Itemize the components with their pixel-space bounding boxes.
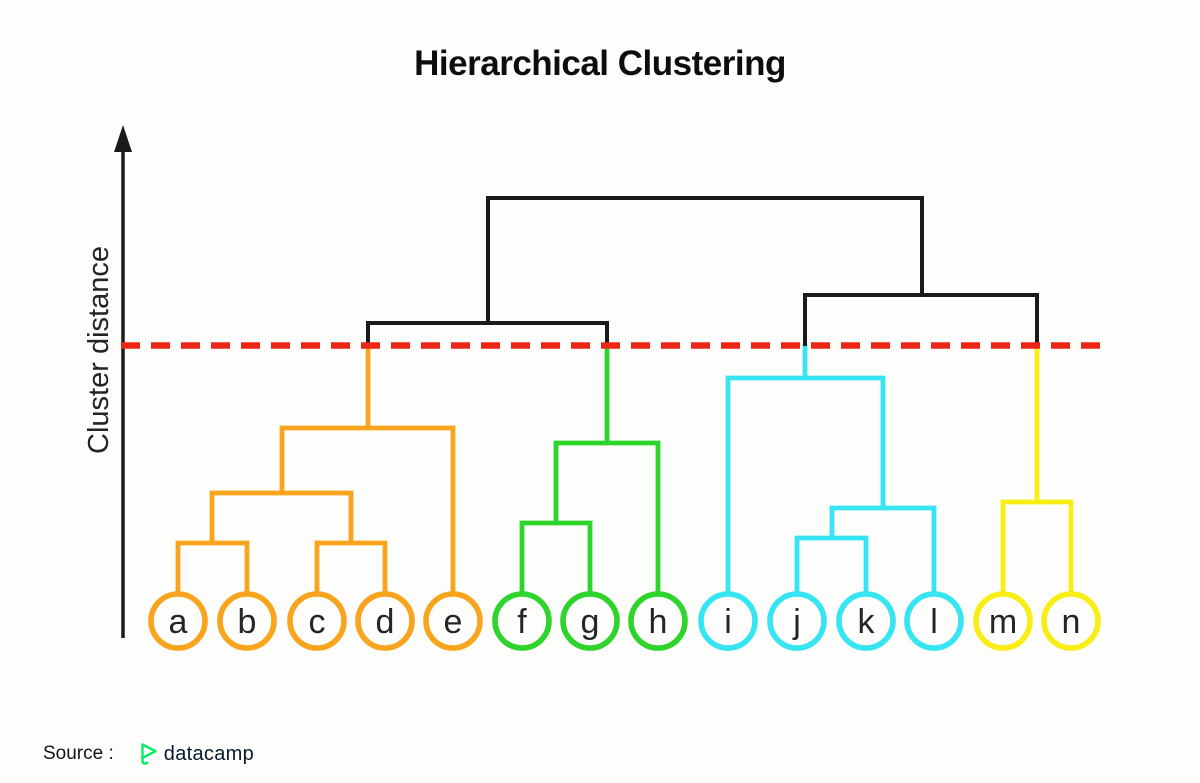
leaf-node-i bbox=[698, 591, 758, 651]
dendrogram-link-cyan bbox=[829, 505, 937, 594]
leaf-node-d bbox=[355, 591, 415, 651]
leaf-label-c: c bbox=[309, 603, 326, 641]
leaf-node-k bbox=[836, 591, 896, 651]
dendrogram-link-green bbox=[553, 440, 661, 594]
dendrogram-link-cyan bbox=[794, 535, 869, 594]
leaf-label-n: n bbox=[1062, 603, 1081, 641]
leaf-label-h: h bbox=[649, 603, 668, 641]
leaf-node-b bbox=[217, 591, 277, 651]
leaf-node-j bbox=[767, 591, 827, 651]
dendrogram-link-orange bbox=[209, 490, 354, 543]
dendrogram-link-orange bbox=[279, 425, 456, 594]
dendrogram-link-orange bbox=[314, 540, 388, 594]
leaf-label-b: b bbox=[238, 603, 257, 641]
datacamp-icon bbox=[138, 742, 159, 766]
dendrogram-link-yellow bbox=[1000, 499, 1074, 594]
dendrogram-link-green bbox=[519, 520, 593, 594]
leaf-label-d: d bbox=[376, 603, 395, 641]
source-attribution: Source : datacamp bbox=[43, 740, 254, 768]
source-label: Source : bbox=[43, 743, 114, 764]
leaf-label-f: f bbox=[517, 603, 527, 641]
leaf-label-j: j bbox=[792, 603, 801, 641]
leaf-node-g bbox=[560, 591, 620, 651]
leaf-node-e bbox=[423, 591, 483, 651]
leaf-label-m: m bbox=[989, 603, 1017, 641]
dendrogram-link-black bbox=[803, 293, 1039, 346]
y-axis-arrowhead bbox=[114, 125, 132, 152]
leaf-node-a bbox=[148, 591, 208, 651]
datacamp-wordmark: datacamp bbox=[163, 742, 254, 765]
dendrogram-link-orange bbox=[175, 540, 250, 594]
leaf-label-k: k bbox=[858, 603, 876, 641]
dendrogram-link-black bbox=[486, 196, 924, 323]
leaf-node-m bbox=[973, 591, 1033, 651]
leaf-label-g: g bbox=[581, 603, 600, 641]
dendrogram-link-cyan bbox=[725, 375, 886, 594]
leaf-label-i: i bbox=[724, 603, 732, 641]
leaf-label-a: a bbox=[169, 603, 188, 641]
page-title: Hierarchical Clustering bbox=[414, 44, 786, 83]
leaf-node-h bbox=[628, 591, 688, 651]
leaf-label-l: l bbox=[930, 603, 938, 641]
leaf-node-l bbox=[904, 591, 964, 651]
leaf-node-f bbox=[492, 591, 552, 651]
leaf-label-e: e bbox=[444, 603, 463, 641]
leaf-node-c bbox=[287, 591, 347, 651]
leaf-node-n bbox=[1041, 591, 1101, 651]
